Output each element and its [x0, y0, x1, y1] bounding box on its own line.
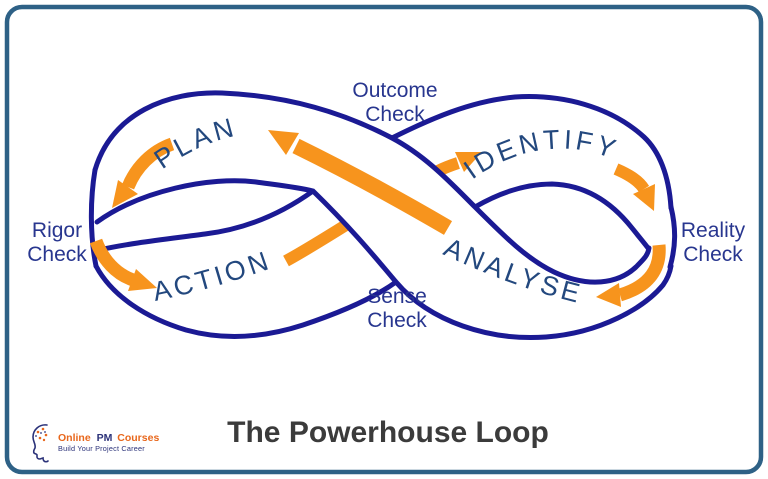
check-rigor-line1: Rigor	[32, 219, 82, 242]
logo-brand-pm: PM	[97, 432, 113, 444]
arrow-reality-to-analyse-head	[596, 283, 621, 307]
check-sense-line1: Sense	[367, 285, 427, 308]
arrow-identify-to-reality-head	[633, 184, 655, 211]
ribbon-action-bottom-edge	[93, 263, 399, 339]
infinity-ribbon-over-band	[88, 90, 678, 341]
arrow-analyse-to-plan-head	[268, 130, 299, 155]
ribbon-plan-top-edge	[92, 90, 652, 285]
logo-brand-courses: Courses	[117, 432, 159, 444]
arrow-action-to-identify-head	[455, 152, 482, 172]
arrow-rigor-to-action-curve	[89, 238, 136, 287]
ribbon-over-band-fill	[95, 92, 671, 338]
arrow-analyse-to-plan-curve	[292, 138, 453, 235]
ribbon-identify-top-edge	[389, 94, 674, 211]
logo: Online PM Courses Build Your Project Car…	[32, 424, 159, 463]
logo-tagline: Build Your Project Career	[58, 444, 145, 453]
check-labels: Outcome Check Rigor Check Reality Check …	[27, 79, 745, 332]
arrow-plan-to-rigor-curve	[121, 137, 175, 190]
arrow-identify-to-reality-curve	[613, 163, 650, 193]
flow-arrow-heads	[112, 130, 655, 307]
logo-brand-text: Online PM Courses	[58, 432, 159, 444]
logo-brain-dots	[35, 427, 48, 442]
ribbon-right-inner-edge	[472, 181, 651, 251]
logo-head-icon	[32, 424, 49, 463]
flow-arrow-curves	[89, 137, 666, 302]
infinity-ribbon-under-band	[93, 94, 674, 339]
check-outcome-line1: Outcome	[352, 79, 437, 102]
check-sense-line2: Check	[367, 309, 427, 332]
logo-brand-online: Online	[58, 432, 91, 444]
ribbon-analyse-bottom-edge	[94, 178, 674, 341]
ribbon-left-fold-edge	[88, 167, 99, 269]
page-title: The Powerhouse Loop	[227, 416, 549, 449]
check-reality-line1: Reality	[681, 219, 746, 242]
ribbon-right-fold-edge	[667, 204, 678, 270]
arrow-reality-to-analyse-curve	[617, 244, 666, 302]
logo-head-outline	[32, 424, 49, 463]
check-outcome-line2: Check	[365, 103, 425, 126]
arrow-plan-to-rigor-head	[112, 180, 138, 208]
check-rigor-line2: Check	[27, 243, 87, 266]
check-reality-line2: Check	[683, 243, 743, 266]
ribbon-left-inner-edge	[96, 188, 316, 253]
arrow-rigor-to-action-head	[128, 269, 157, 291]
